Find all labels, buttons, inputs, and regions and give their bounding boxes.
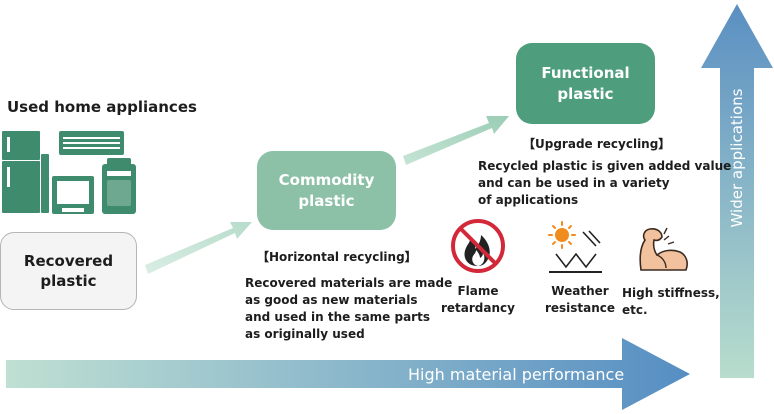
upgrade-recycling-heading: 【Upgrade recycling】 (523, 137, 671, 151)
vertical-axis-arrow (701, 4, 773, 378)
horizontal-axis-label: High material performance (408, 365, 625, 384)
feature-label-flame: Flame retardancy (441, 284, 515, 315)
feature-label-stiffness: High stiffness, etc. (622, 286, 720, 317)
appliances-icon (2, 131, 136, 214)
sun-weather-icon (548, 221, 602, 273)
commodity-plastic-box: Commodity plastic (257, 151, 396, 230)
commodity-plastic-label: Commodity plastic (278, 171, 375, 210)
functional-plastic-box: Functional plastic (516, 43, 655, 124)
flexed-arm-icon (639, 227, 688, 271)
diagonal-arrow-1 (145, 222, 252, 274)
upgrade-recycling-body: Recycled plastic is given added value an… (478, 159, 732, 207)
appliances-title: Used home appliances (7, 98, 197, 116)
vertical-axis-label: Wider applications (728, 88, 746, 228)
horizontal-axis-arrow (6, 338, 690, 410)
recovered-plastic-label: Recovered plastic (23, 251, 114, 290)
horizontal-recycling-heading: 【Horizontal recycling】 (257, 250, 417, 264)
recovered-plastic-box: Recovered plastic (0, 232, 137, 310)
horizontal-recycling-body: Recovered materials are made as good as … (245, 276, 453, 341)
functional-plastic-label: Functional plastic (541, 64, 630, 103)
feature-label-weather: Weather resistance (544, 284, 616, 315)
no-fire-icon (451, 219, 505, 273)
diagonal-arrow-2 (403, 116, 509, 165)
